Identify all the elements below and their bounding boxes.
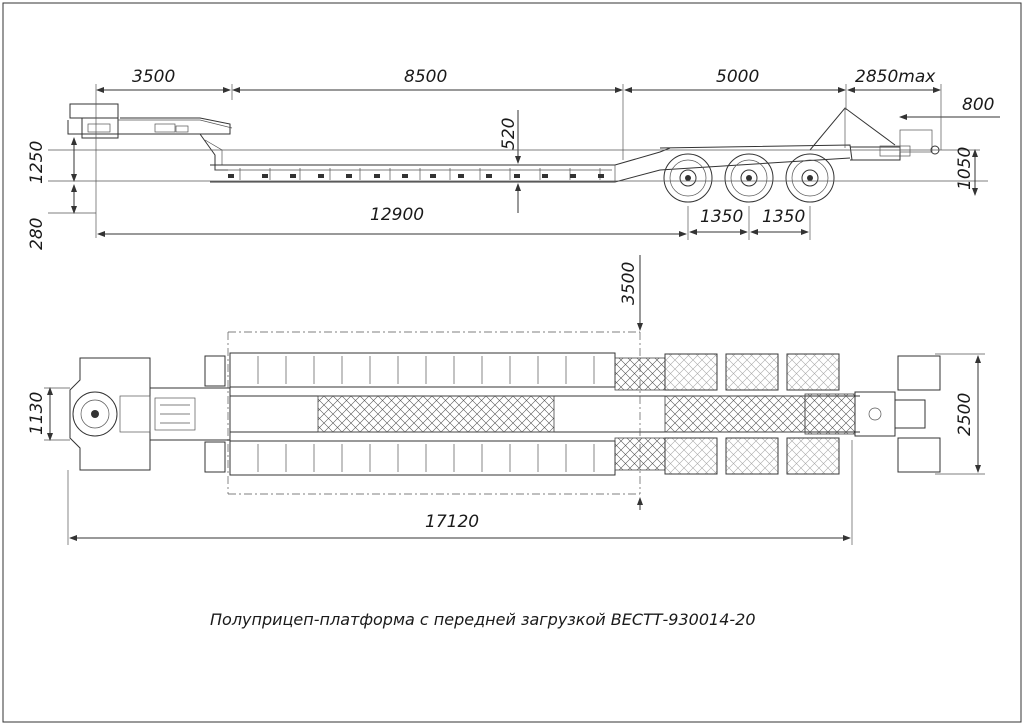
dim-8500: 8500 xyxy=(404,67,447,87)
gooseneck-plan xyxy=(69,355,230,473)
dim-1350-first: 1350 xyxy=(700,207,743,227)
rear-section-plan xyxy=(614,355,941,473)
dim-1130: 1130 xyxy=(27,392,47,435)
dim-2500: 2500 xyxy=(955,393,975,436)
side-dimension-lines xyxy=(48,84,1000,240)
dim-1350-second: 1350 xyxy=(762,207,805,227)
side-wheels xyxy=(663,153,835,203)
side-view: 3500 8500 5000 2850max 800 520 1250 280 … xyxy=(27,67,1000,250)
dim-800: 800 xyxy=(962,95,994,115)
dim-3500-side: 3500 xyxy=(132,67,175,87)
platform-frame xyxy=(227,331,860,495)
top-dimension-lines xyxy=(44,255,985,545)
low-deck xyxy=(210,147,851,183)
dim-12900: 12900 xyxy=(370,205,424,225)
rear-section xyxy=(659,107,940,161)
dim-280: 280 xyxy=(27,218,47,250)
dim-1050: 1050 xyxy=(955,147,975,190)
dim-3500-top: 3500 xyxy=(619,262,639,305)
dim-5000: 5000 xyxy=(716,67,759,87)
dim-1250: 1250 xyxy=(27,141,47,184)
drawing-caption: Полуприцеп-платформа с передней загрузко… xyxy=(210,610,756,629)
dim-2850max: 2850max xyxy=(855,67,936,87)
dim-520: 520 xyxy=(499,118,519,150)
top-view: 3500 1130 2500 17120 xyxy=(27,255,985,545)
top-wheels xyxy=(664,353,840,475)
gooseneck xyxy=(67,103,233,171)
dim-17120: 17120 xyxy=(425,512,479,532)
